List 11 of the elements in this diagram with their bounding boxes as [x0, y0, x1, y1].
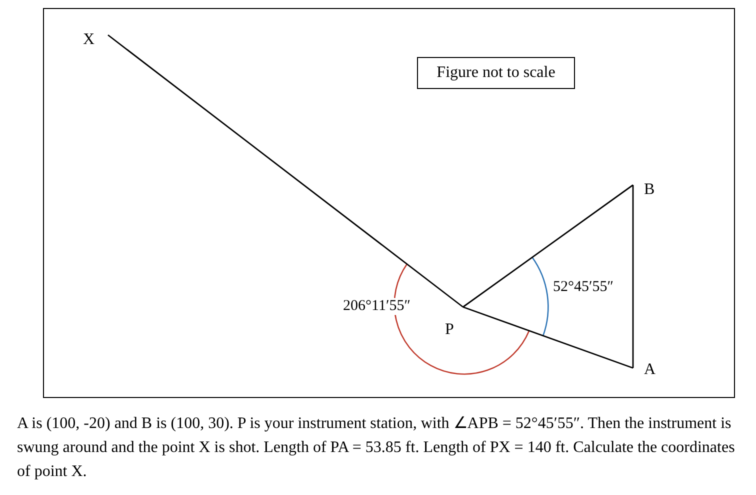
point-label: A — [644, 361, 656, 379]
problem-text: A is (100, -20) and B is (100, 30). P is your instrument station, with ∠APB = 52°45′55″. Then the instrument is swung around and the point X is shot. Length of PA = 53.85 ft. Length of PX = 140 ft. Calculate the coordinates of point X. — [17, 414, 736, 482]
angle-label: 206°11′55″ — [343, 298, 410, 315]
line-segment — [632, 185, 634, 368]
point-label: P — [445, 321, 454, 339]
point-label: X — [83, 31, 95, 49]
line-segment — [108, 34, 464, 308]
note-box: Figure not to scale — [417, 57, 575, 89]
point-label: B — [644, 181, 655, 199]
line-segment — [462, 306, 634, 369]
line-segment — [462, 184, 634, 308]
